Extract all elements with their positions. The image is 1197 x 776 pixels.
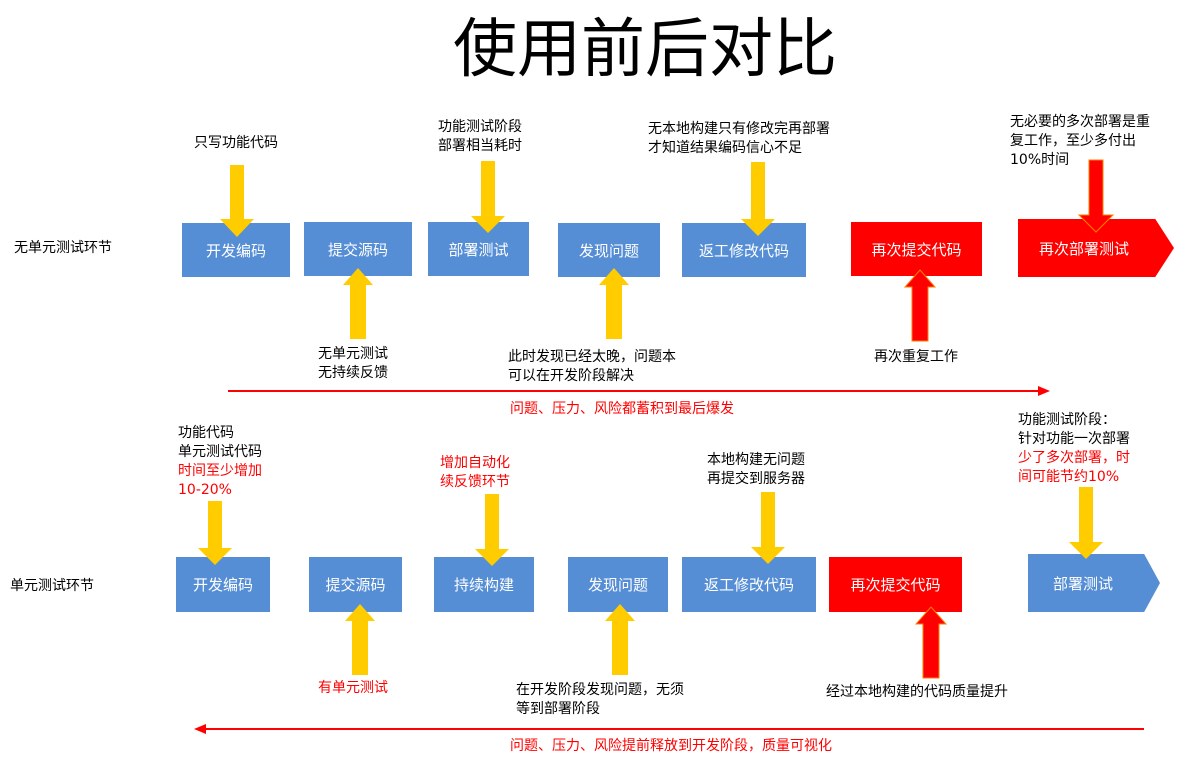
- row-label-with: 单元测试环节: [10, 578, 94, 594]
- timeline-arrow-left: [194, 724, 1144, 734]
- note-no-local-build: 无本地构建只有修改完再部署 才知道结果编码信心不足: [648, 121, 830, 156]
- arrow-down-icon: [751, 492, 785, 564]
- step-find-issue: 发现问题: [568, 557, 668, 612]
- note-too-late: 此时发现已经太晚，问题本 可以在开发阶段解决: [508, 349, 676, 384]
- arrow-up-icon: [343, 268, 373, 339]
- arrow-down-icon: [1077, 159, 1115, 233]
- arrow-down-icon: [1069, 487, 1103, 559]
- step-resubmit-code: 再次提交代码: [851, 222, 982, 276]
- note-quality-improved: 经过本地构建的代码质量提升: [826, 684, 1008, 700]
- note-repeat-work: 再次重复工作: [874, 349, 958, 365]
- note-add-automation: 增加自动化 续反馈环节: [440, 455, 510, 490]
- note-find-issue-early: 在开发阶段发现问题，无须 等到部署阶段: [516, 682, 684, 717]
- arrow-down-icon: [471, 161, 505, 233]
- note-no-unit-test: 无单元测试 无持续反馈: [318, 346, 388, 381]
- arrow-down-icon: [220, 165, 254, 237]
- timeline-caption-without: 问题、压力、风险都蓄积到最后爆发: [510, 401, 734, 417]
- arrow-down-icon: [741, 162, 775, 236]
- note-local-build-ok: 本地构建无问题 再提交到服务器: [707, 452, 805, 487]
- step-submit-source: 提交源码: [304, 222, 412, 276]
- note-single-deploy: 功能测试阶段： 针对功能一次部署 少了多次部署，时 间可能节约10%: [1018, 412, 1130, 485]
- row-label-without: 无单元测试环节: [14, 240, 112, 256]
- step-dev-coding: 开发编码: [176, 557, 270, 612]
- arrow-up-icon: [599, 268, 629, 339]
- step-resubmit-code: 再次提交代码: [829, 557, 962, 612]
- arrow-down-icon: [475, 494, 509, 566]
- step-rework-code: 返工修改代码: [682, 223, 806, 277]
- note-only-function-code: 只写功能代码: [194, 135, 278, 151]
- note-unnecessary-redeploy: 无必要的多次部署是重 复工作，至少多付出 10%时间: [1010, 114, 1150, 168]
- arrow-down-icon: [198, 501, 232, 565]
- arrow-up-icon: [903, 269, 937, 342]
- step-rework-code: 返工修改代码: [682, 557, 816, 612]
- step-deploy-test: 部署测试: [428, 222, 529, 276]
- timeline-caption-with: 问题、压力、风险提前释放到开发阶段，质量可视化: [510, 738, 832, 754]
- step-find-issue: 发现问题: [558, 223, 660, 277]
- note-has-unit-test: 有单元测试: [318, 680, 388, 696]
- timeline-arrow-right: [228, 386, 1050, 396]
- step-submit-source: 提交源码: [309, 557, 402, 612]
- arrow-up-icon: [605, 604, 635, 675]
- arrow-up-icon: [345, 604, 375, 675]
- step-deploy-test: 部署测试: [1028, 554, 1160, 612]
- step-continuous-build: 持续构建: [434, 557, 534, 612]
- page-title: 使用前后对比: [453, 13, 837, 87]
- arrow-up-icon: [914, 606, 948, 679]
- note-deploy-time-consuming: 功能测试阶段 部署相当耗时: [438, 119, 522, 154]
- note-function-and-unit-code: 功能代码 单元测试代码 时间至少增加 10-20%: [178, 425, 262, 498]
